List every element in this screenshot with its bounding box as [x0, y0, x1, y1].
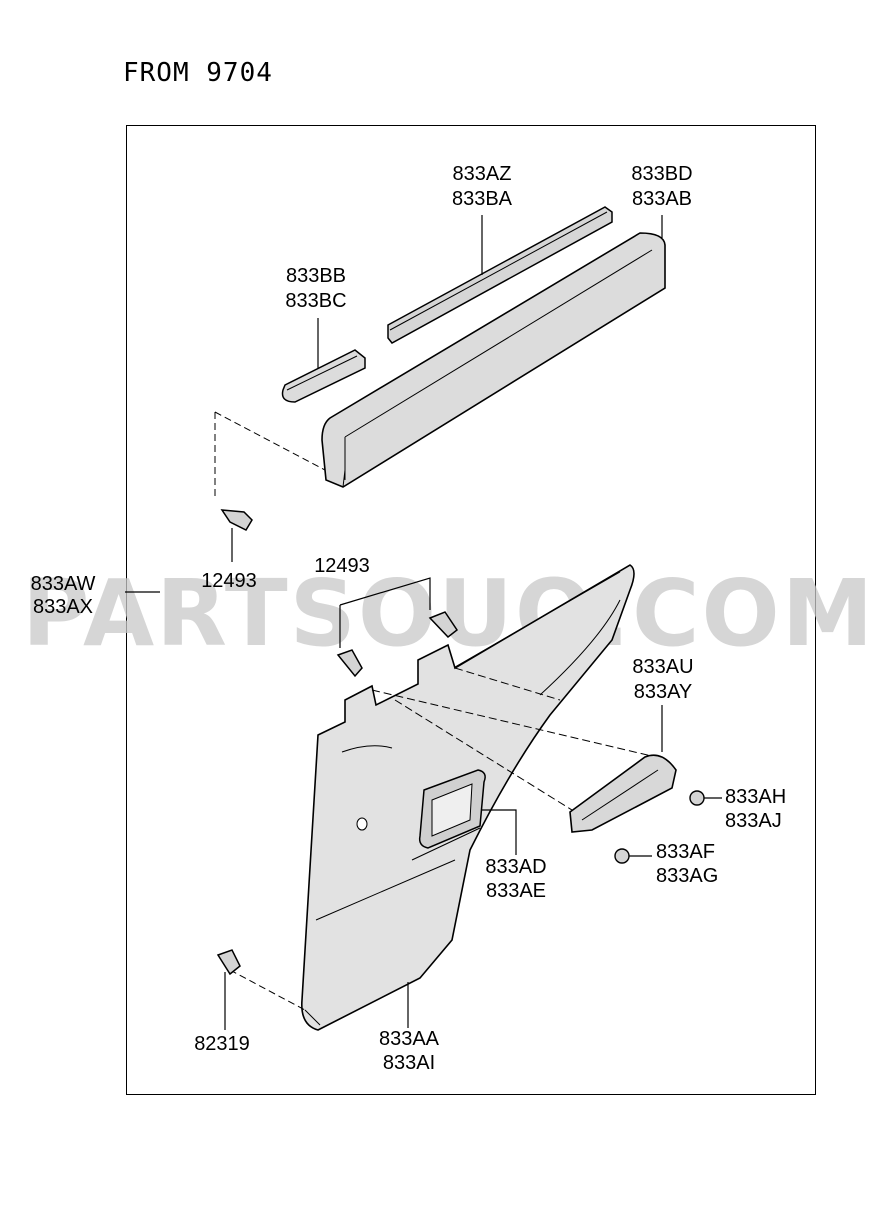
label-833ab: 833AB — [632, 188, 692, 210]
label-833ad: 833AD — [485, 856, 546, 878]
clip-12493-lower-left[interactable] — [336, 649, 363, 678]
label-833aw: 833AW — [31, 573, 96, 595]
label-833ay: 833AY — [634, 681, 693, 703]
armrest-part[interactable] — [569, 754, 677, 833]
label-833bb: 833BB — [286, 265, 346, 287]
label-833az: 833AZ — [453, 163, 512, 185]
label-833au: 833AU — [632, 656, 693, 678]
label-833bc: 833BC — [285, 290, 346, 312]
label-82319: 82319 — [194, 1033, 250, 1055]
label-833aj: 833AJ — [725, 810, 782, 832]
label-12493-lower: 12493 — [314, 555, 370, 577]
label-833ax: 833AX — [33, 596, 93, 618]
label-12493-upper: 12493 — [201, 570, 257, 592]
label-833ag: 833AG — [656, 865, 718, 887]
label-833ai: 833AI — [383, 1052, 435, 1074]
diagram-frame — [126, 125, 816, 1095]
label-833aa: 833AA — [379, 1028, 440, 1050]
label-833ae: 833AE — [486, 880, 546, 902]
handle-recess-part[interactable] — [418, 769, 486, 849]
clip-12493-upper[interactable] — [220, 509, 253, 531]
label-833af: 833AF — [656, 841, 715, 863]
label-833ba: 833BA — [452, 188, 513, 210]
cap-833af[interactable] — [614, 848, 630, 864]
cap-833ah[interactable] — [689, 790, 705, 806]
small-strip-part[interactable] — [281, 349, 366, 403]
clip-12493-lower-right[interactable] — [428, 611, 459, 639]
label-833ah: 833AH — [725, 786, 786, 808]
label-833bd: 833BD — [631, 163, 692, 185]
clip-82319[interactable] — [216, 949, 241, 976]
long-molding-part[interactable] — [387, 206, 613, 344]
diagram-title: FROM 9704 — [123, 58, 273, 88]
upper-trim-part[interactable] — [321, 232, 666, 488]
